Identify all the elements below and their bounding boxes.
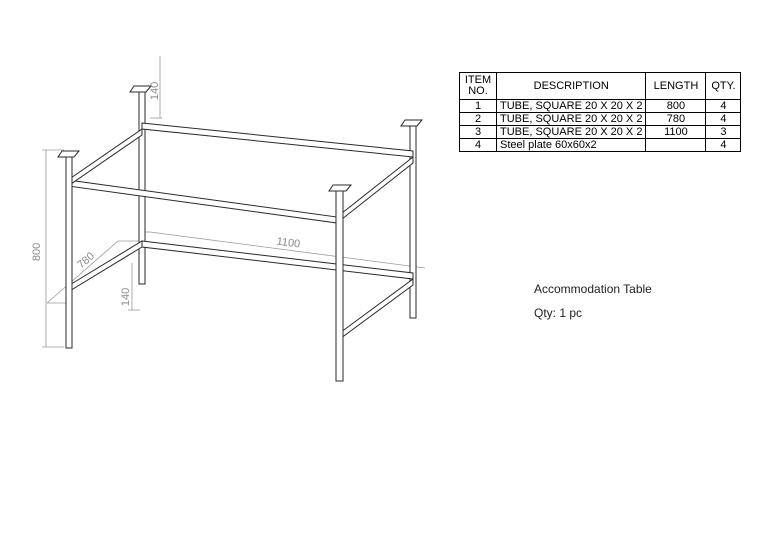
bom-cell-qty: 4 — [705, 99, 742, 113]
bom-cell-item: 3 — [459, 125, 497, 139]
bom-header-description: DESCRIPTION — [495, 72, 647, 100]
bom-header-item-line1: ITEM — [464, 74, 492, 86]
bom-cell-length: 800 — [645, 99, 707, 113]
bom-cell-qty: 4 — [705, 138, 742, 152]
bom-cell-description: TUBE, SQUARE 20 X 20 X 2 — [495, 112, 647, 126]
bom-cell-description: TUBE, SQUARE 20 X 20 X 2 — [495, 125, 647, 139]
dimension-lines — [42, 56, 426, 348]
bom-cell-item: 4 — [459, 138, 497, 152]
frame-tubes — [65, 88, 417, 382]
bom-cell-item: 1 — [459, 99, 497, 113]
bom-row: 4 Steel plate 60x60x2 4 — [459, 138, 742, 152]
bom-cell-description: TUBE, SQUARE 20 X 20 X 2 — [495, 99, 647, 113]
quantity-note: Qty: 1 pc — [534, 306, 583, 320]
bom-cell-qty: 3 — [705, 125, 742, 139]
bom-cell-description: Steel plate 60x60x2 — [495, 138, 647, 152]
bom-header-length: LENGTH — [645, 72, 707, 100]
bom-header-qty: QTY. — [705, 72, 742, 100]
bom-cell-length: 780 — [645, 112, 707, 126]
dimension-label-bottom-offset: 140 — [120, 288, 132, 306]
bom-row: 1 TUBE, SQUARE 20 X 20 X 2 800 4 — [459, 99, 742, 113]
bom-header-item-line2: NO. — [468, 85, 488, 97]
dimension-label-top-extension: 140 — [149, 82, 161, 100]
foot-plates — [57, 85, 424, 192]
bom-row: 3 TUBE, SQUARE 20 X 20 X 2 1100 3 — [459, 125, 742, 139]
bom-cell-length: 1100 — [645, 125, 707, 139]
bom-row: 2 TUBE, SQUARE 20 X 20 X 2 780 4 — [459, 112, 742, 126]
dimension-label-width: 1100 — [276, 236, 301, 251]
dimension-label-height: 800 — [31, 243, 43, 261]
bom-cell-item: 2 — [459, 112, 497, 126]
drawing-title: Accommodation Table — [534, 282, 652, 296]
dimension-label-depth: 780 — [75, 250, 97, 271]
bom-cell-length — [645, 138, 707, 152]
bom-cell-qty: 4 — [705, 112, 742, 126]
